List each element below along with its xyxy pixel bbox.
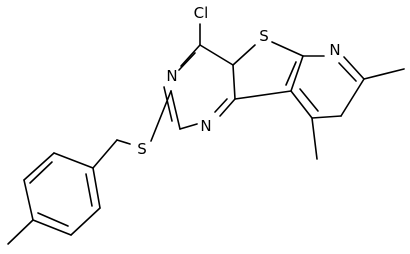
bond <box>70 207 101 236</box>
bond <box>116 139 131 145</box>
bond <box>178 52 196 71</box>
bond <box>23 179 34 221</box>
bond <box>343 56 365 80</box>
bond <box>311 117 318 160</box>
bond <box>85 173 93 207</box>
bond <box>170 90 181 130</box>
bond <box>219 98 236 117</box>
bond <box>290 55 304 92</box>
bond <box>232 64 236 100</box>
bond <box>32 219 72 236</box>
bond <box>234 90 292 100</box>
bond <box>232 44 256 66</box>
pyridine-nitrogen-label: N <box>329 41 340 59</box>
bond <box>53 152 94 169</box>
bond <box>299 88 319 112</box>
pyrimidine-n3-label: N <box>166 67 177 85</box>
pyrimidine-n1-label: N <box>200 117 211 135</box>
bond <box>92 167 101 209</box>
bond <box>285 61 297 86</box>
bond <box>92 139 118 169</box>
bond <box>214 98 228 113</box>
bond <box>290 90 313 119</box>
bond <box>7 219 34 245</box>
bond <box>179 123 198 130</box>
thiophene-sulfur-label: S <box>259 27 269 45</box>
thioether-sulfur-label: S <box>137 140 147 158</box>
bonds <box>7 23 405 245</box>
bond <box>163 86 173 122</box>
bond <box>23 152 55 181</box>
bond <box>311 115 342 119</box>
bond <box>271 41 304 57</box>
chlorine-label: Cl <box>194 4 209 22</box>
bond <box>37 212 69 227</box>
atom-labels: Cl S N N N S <box>137 4 340 158</box>
bond <box>150 90 172 142</box>
bond <box>29 161 53 184</box>
bond <box>338 62 357 82</box>
bond <box>199 44 234 66</box>
bond <box>363 68 405 80</box>
bond <box>180 44 201 67</box>
bond <box>340 78 365 117</box>
